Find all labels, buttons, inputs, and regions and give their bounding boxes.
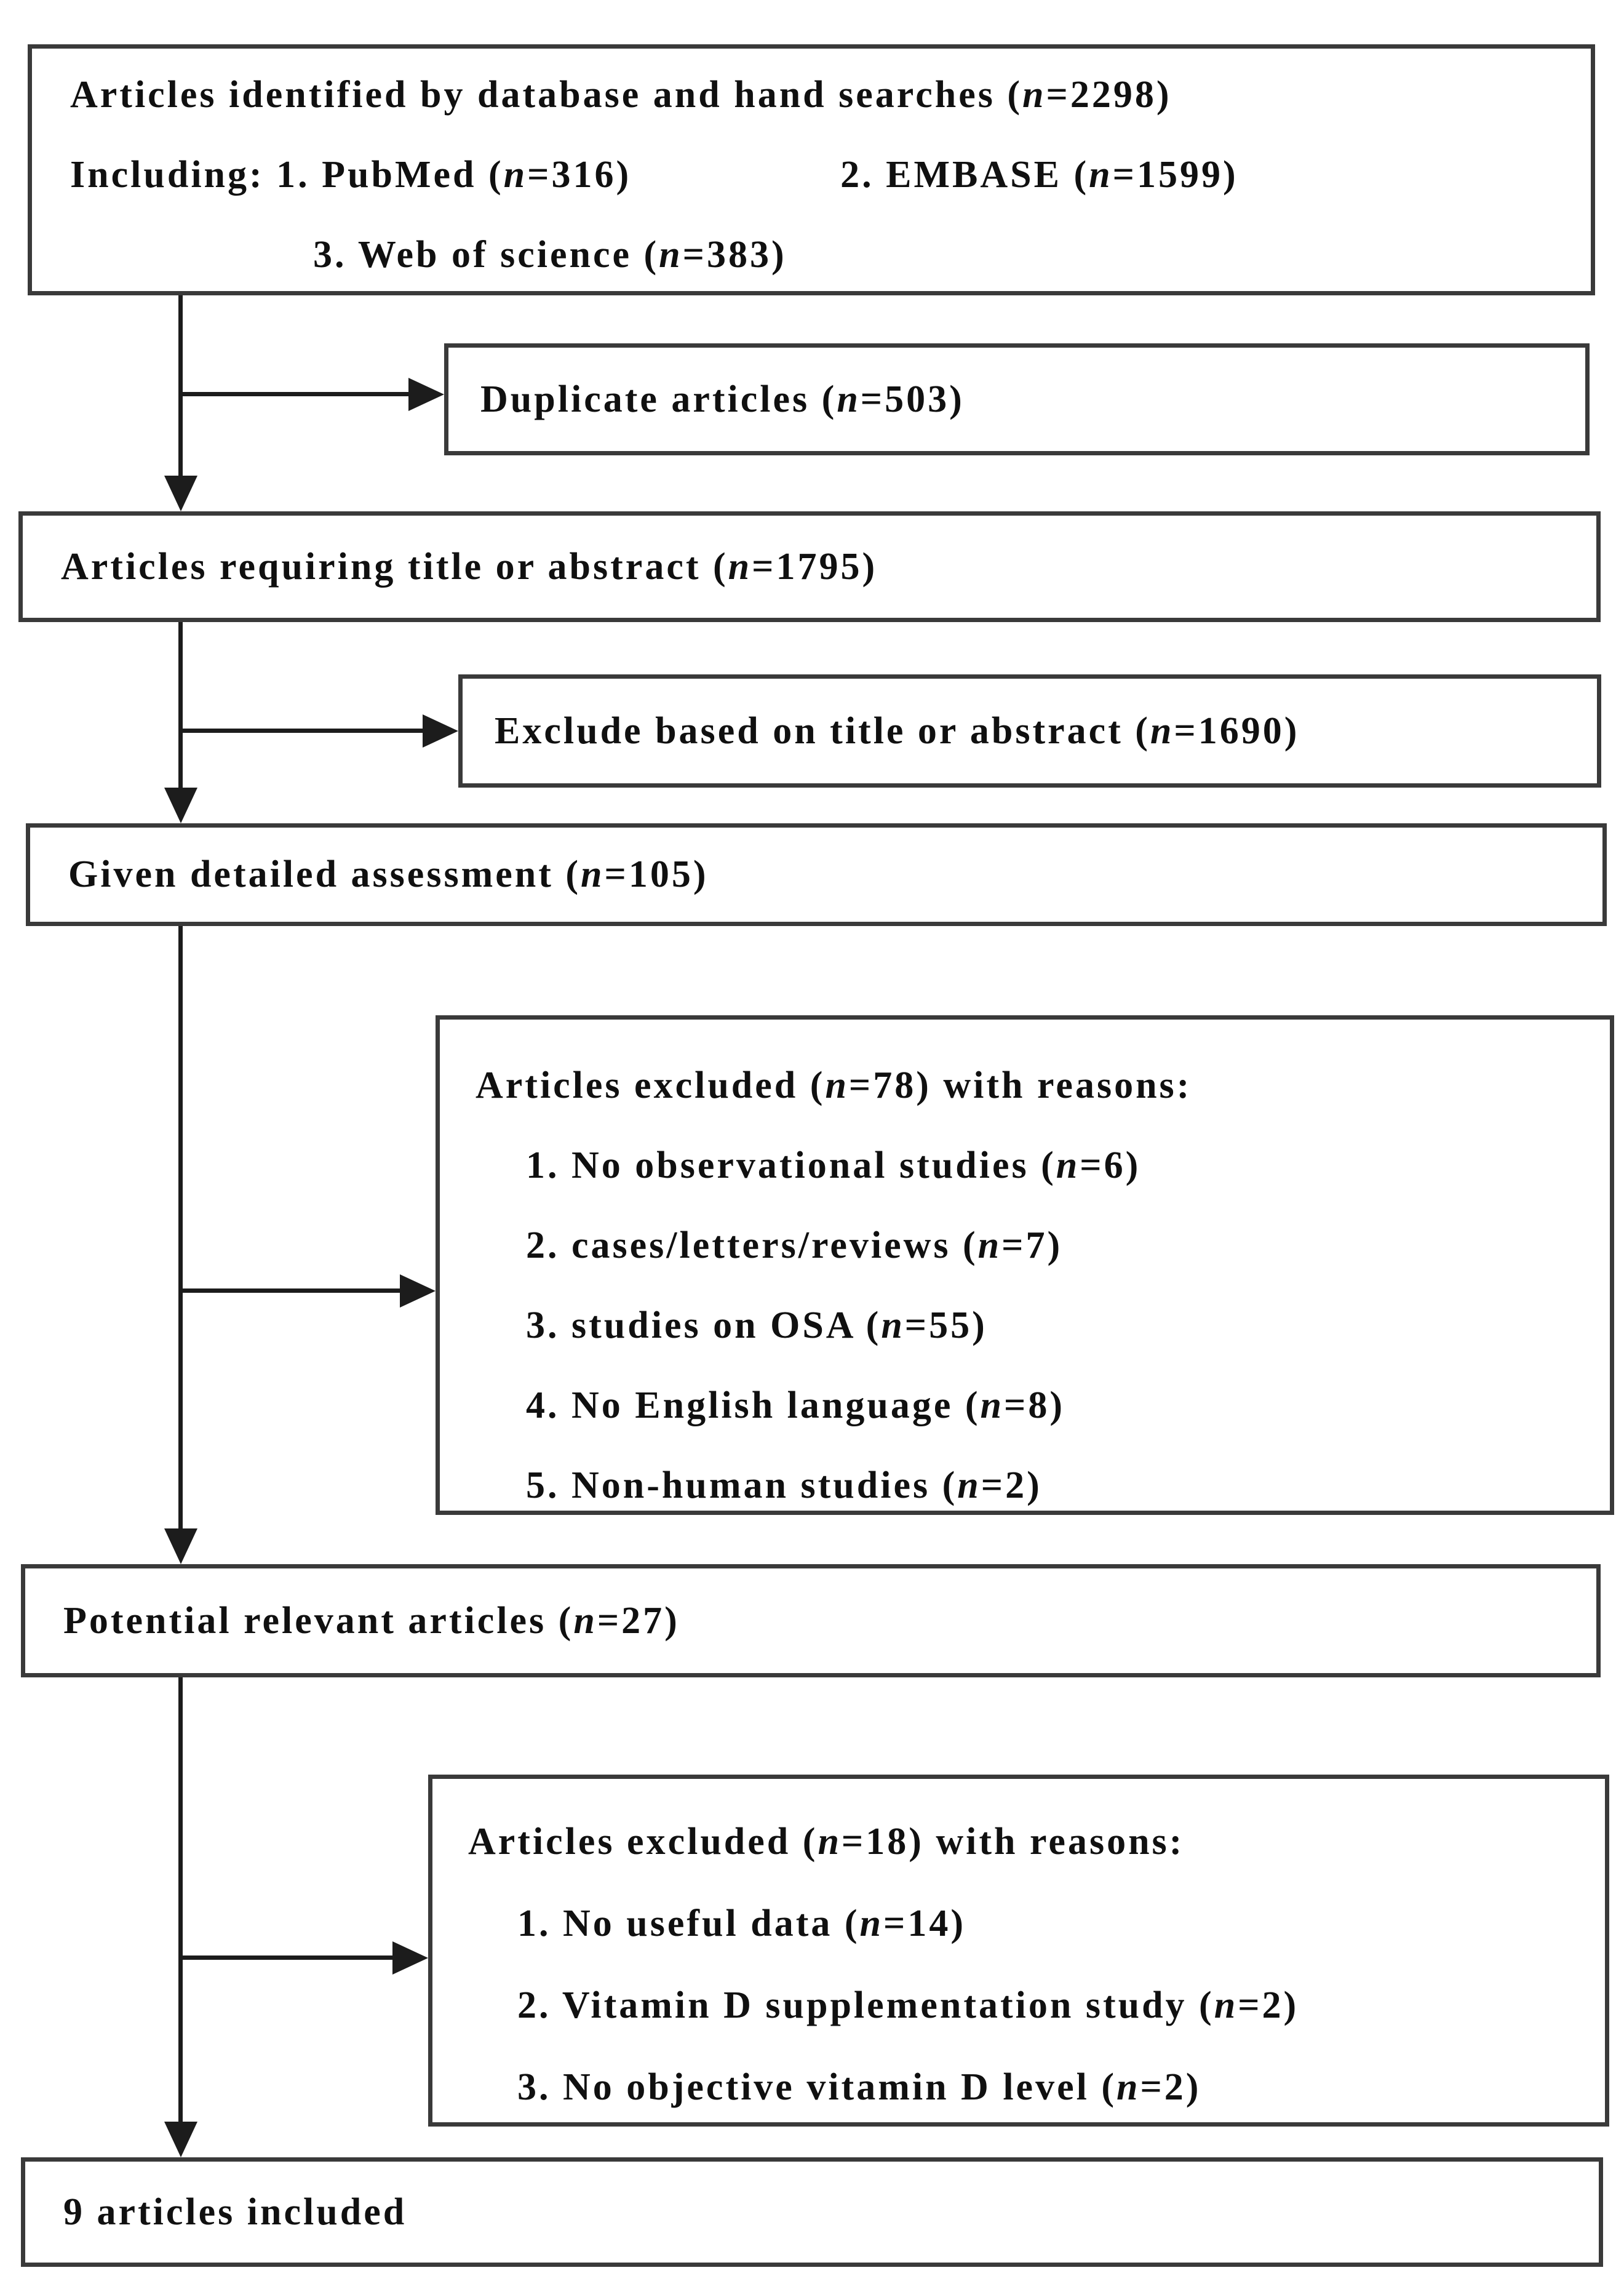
arrow-screened-to-assessed-head: [164, 788, 197, 823]
excluded78-reason-3: 3. studies on OSA (n=55): [526, 1304, 987, 1346]
exclude-title-text: Exclude based on title or abstract (n=16…: [495, 709, 1300, 752]
arrow-branch-excluded18-head: [392, 1941, 428, 1975]
excluded78-reason-2: 2. cases/letters/reviews (n=7): [526, 1224, 1063, 1266]
arrow-branch-excluded78-head: [400, 1274, 436, 1308]
arrow-assessed-to-potential-head: [164, 1528, 197, 1564]
arrow-branch-exclude-title-head: [423, 714, 458, 748]
title-abstract-text: Articles requiring title or abstract (n=…: [61, 545, 878, 588]
box-duplicate-articles: Duplicate articles (n=503): [444, 343, 1590, 455]
arrow-assessed-to-potential-line: [178, 926, 183, 1530]
duplicates-text: Duplicate articles (n=503): [480, 378, 965, 420]
arrow-identified-to-screened-line: [178, 295, 183, 480]
identified-webofscience: 3. Web of science (n=383): [313, 233, 787, 276]
identified-embase: 2. EMBASE (n=1599): [840, 153, 1238, 196]
arrow-branch-excluded18-line: [180, 1955, 392, 1960]
excluded78-heading: Articles excluded (n=78) with reasons:: [476, 1064, 1192, 1106]
detailed-assessment-text: Given detailed assessment (n=105): [68, 853, 709, 895]
arrow-potential-to-included-line: [178, 1677, 183, 2123]
box-exclude-title-abstract: Exclude based on title or abstract (n=16…: [458, 674, 1601, 788]
arrow-identified-to-screened-head: [164, 476, 197, 511]
included-text: 9 articles included: [63, 2191, 407, 2233]
box-excluded-18: Articles excluded (n=18) with reasons: 1…: [428, 1775, 1609, 2127]
identified-line1: Articles identified by database and hand…: [70, 73, 1172, 116]
box-detailed-assessment: Given detailed assessment (n=105): [26, 823, 1607, 926]
excluded18-heading: Articles excluded (n=18) with reasons:: [468, 1821, 1185, 1863]
box-excluded-78: Articles excluded (n=78) with reasons: 1…: [436, 1015, 1614, 1515]
potential-relevant-text: Potential relevant articles (n=27): [63, 1599, 680, 1642]
arrow-branch-exclude-title-line: [180, 729, 423, 733]
arrow-potential-to-included-head: [164, 2122, 197, 2157]
box-potential-relevant: Potential relevant articles (n=27): [21, 1564, 1601, 1677]
excluded78-reason-1: 1. No observational studies (n=6): [526, 1144, 1141, 1186]
excluded18-reason-1: 1. No useful data (n=14): [517, 1903, 966, 1944]
identified-pubmed: Including: 1. PubMed (n=316): [70, 153, 632, 196]
excluded78-reason-4: 4. No English language (n=8): [526, 1384, 1065, 1426]
box-articles-identified: Articles identified by database and hand…: [28, 44, 1595, 295]
excluded78-reason-5: 5. Non-human studies (n=2): [526, 1464, 1042, 1506]
arrow-branch-duplicates-line: [180, 392, 411, 396]
identified-line2: Including: 1. PubMed (n=316) 2. EMBASE (…: [70, 135, 1578, 215]
box-articles-included: 9 articles included: [21, 2157, 1603, 2267]
arrow-branch-duplicates-head: [408, 378, 444, 411]
excluded18-reason-3: 3. No objective vitamin D level (n=2): [517, 2066, 1201, 2108]
box-title-abstract: Articles requiring title or abstract (n=…: [18, 511, 1601, 622]
arrow-branch-excluded78-line: [180, 1288, 400, 1293]
arrow-screened-to-assessed-line: [178, 622, 183, 789]
excluded18-reason-2: 2. Vitamin D supplementation study (n=2): [517, 1984, 1299, 2026]
